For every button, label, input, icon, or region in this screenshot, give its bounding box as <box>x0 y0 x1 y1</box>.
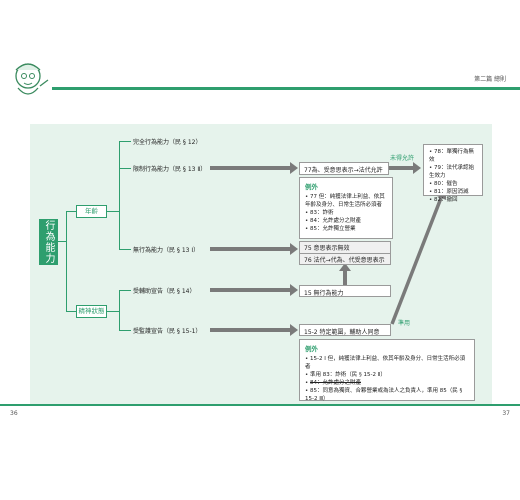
outcome-item: • 81：原因消滅 <box>429 189 469 195</box>
label-apply: 準用 <box>398 320 411 327</box>
result-guardianship: 15-2 特定範圍，輔助人同意 <box>299 324 391 336</box>
result-assistance: 15 無行為能力 <box>299 285 391 297</box>
page-number-right: 37 <box>502 410 510 417</box>
exceptions-limited: 例外 • 77 但：純獲法律上利益、依其年齡及身分、日常生活所必須者 • 83：… <box>299 177 393 239</box>
result-no-capacity-line2: 76 法代→代為、代受意思表示 <box>300 253 390 265</box>
exception-item: • 83：詐術 <box>305 210 334 216</box>
exception-item: • 84：允許處分之財產 <box>305 380 361 386</box>
exception-item: • 84：允許處分之財產 <box>305 218 361 224</box>
exception-item: • 85：允許獨立營業 <box>305 226 356 232</box>
node-guardianship: 受監護宣告（民 § 15-1） <box>133 328 202 335</box>
outcome-item: • 80：催告 <box>429 181 458 187</box>
exceptions-limited-title: 例外 <box>305 183 318 191</box>
exceptions-guardianship-title: 例外 <box>305 345 318 353</box>
page-number-left: 36 <box>10 410 18 417</box>
mascot-illustration <box>6 56 52 102</box>
node-no-capacity: 無行為能力（民 § 13 Ⅰ） <box>133 247 200 254</box>
node-limited-capacity: 限制行為能力（民 § 13 Ⅱ） <box>133 166 207 173</box>
header-rule <box>52 87 520 90</box>
result-no-capacity-line1: 75 意思表示無效 <box>304 245 350 252</box>
branch-mental: 精神狀態 <box>76 305 107 318</box>
exceptions-guardianship: 例外 • 15-2 Ⅰ 但，純獲法律上利益、依其年齡及身分、日常生活所必須者 •… <box>299 339 475 402</box>
chapter-title: 第二篇 總則 <box>474 76 506 83</box>
exception-item: • 15-2 Ⅰ 但，純獲法律上利益、依其年齡及身分、日常生活所必須者 <box>305 356 466 370</box>
root-node: 行為能力 <box>39 219 58 265</box>
node-assistance: 受輔助宣告（民 § 14） <box>133 288 196 295</box>
label-not-allowed: 未得允許 <box>390 155 415 162</box>
exception-item: • 85：同意為獨資、合夥營業或為法人之負責人，準用 85（民 § 15-2 Ⅲ… <box>305 388 463 402</box>
outcome-item: • 78：單獨行為無效 <box>429 149 474 163</box>
footer-rule <box>0 404 520 406</box>
outcome-item: • 79：法代承認始生效力 <box>429 165 474 179</box>
result-no-capacity: 75 意思表示無效 76 法代→代為、代受意思表示 <box>299 241 391 265</box>
branch-age: 年齡 <box>76 205 107 218</box>
outcome-item: • 82：撤回 <box>429 197 458 203</box>
outcomes-box: • 78：單獨行為無效 • 79：法代承認始生效力 • 80：催告 • 81：原… <box>423 144 483 203</box>
node-full-capacity: 完全行為能力（民 § 12） <box>133 139 202 146</box>
result-limited: 77為、受意思表示→法代允許 <box>299 162 389 175</box>
exception-item: • 77 但：純獲法律上利益、依其年齡及身分、日常生活所必須者 <box>305 194 385 208</box>
exception-item: • 準用 83：詐術（民 § 15-2 Ⅱ） <box>305 372 386 378</box>
